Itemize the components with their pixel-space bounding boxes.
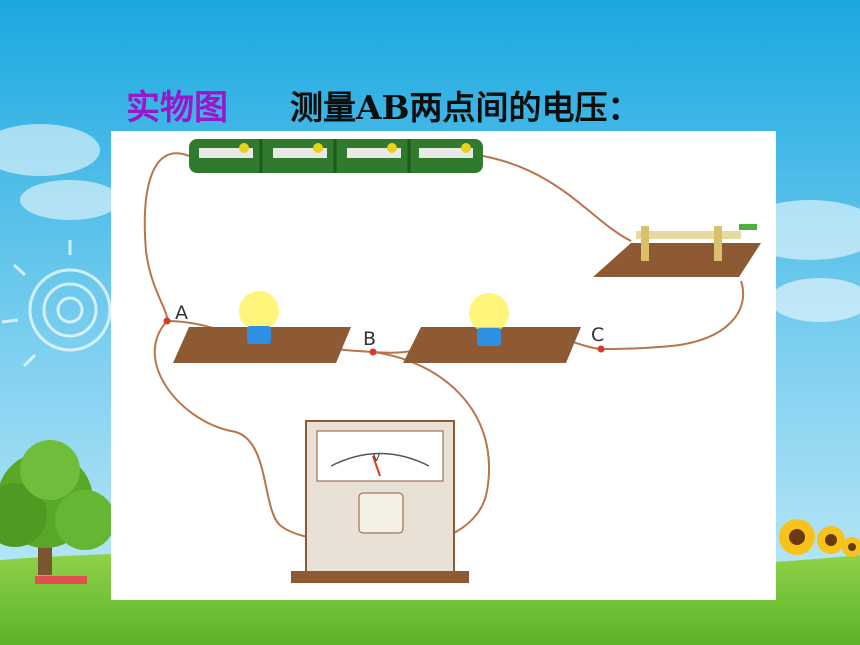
point-label-b: B bbox=[363, 328, 376, 350]
wire-battery-to-rheostat bbox=[482, 155, 632, 242]
bulb-board-1 bbox=[173, 291, 351, 363]
circuit-diagram: A B C V bbox=[111, 131, 776, 600]
junction-a bbox=[163, 317, 171, 325]
tree bbox=[0, 440, 115, 575]
wire-rheostat-to-c bbox=[600, 280, 745, 350]
sunflower-icon bbox=[779, 519, 860, 557]
junction-c bbox=[597, 345, 605, 353]
cloud bbox=[0, 124, 860, 322]
slide-tag: 实物图 bbox=[126, 88, 228, 128]
voltmeter-symbol: V bbox=[373, 453, 380, 464]
bulb-glow bbox=[239, 291, 279, 331]
bulb-glow bbox=[469, 293, 509, 333]
rheostat bbox=[593, 224, 761, 277]
bench bbox=[35, 576, 87, 584]
junction-b bbox=[369, 348, 377, 356]
battery-pack bbox=[189, 139, 483, 173]
bulb-board-2 bbox=[403, 293, 581, 363]
wire-battery-to-a bbox=[143, 152, 190, 322]
voltmeter: V bbox=[291, 420, 469, 583]
point-label-a: A bbox=[175, 302, 188, 324]
slide-title: 测量AB两点间的电压： bbox=[290, 88, 641, 127]
point-label-c: C bbox=[591, 324, 604, 346]
